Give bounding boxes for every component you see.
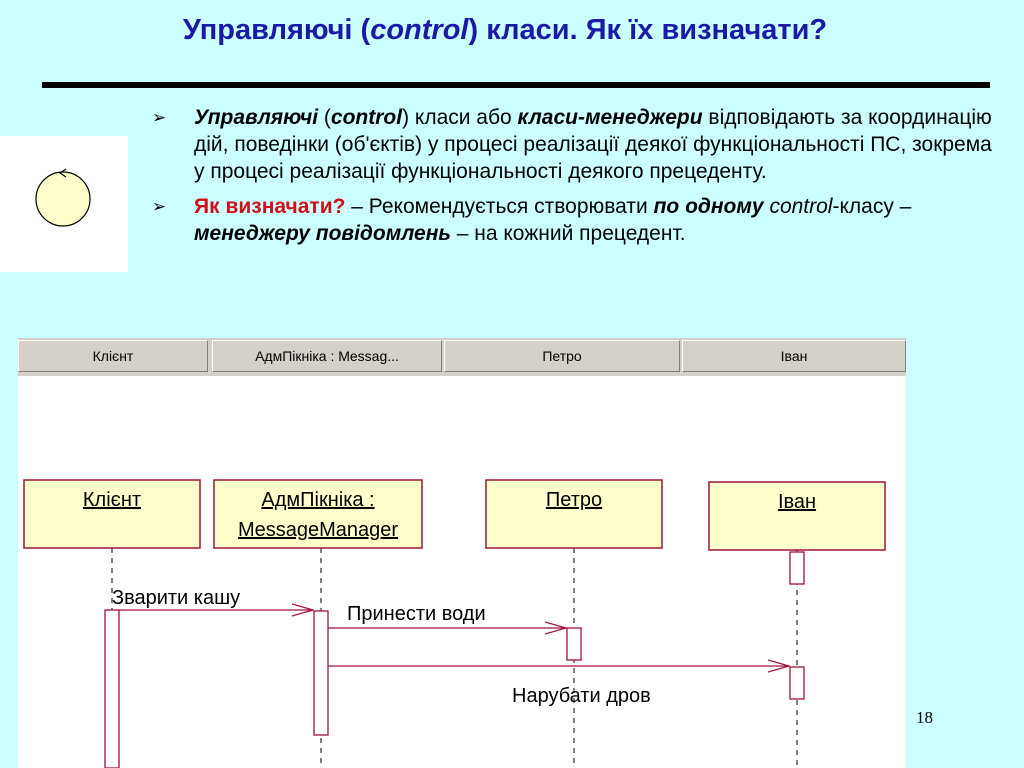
header-label: Клієнт xyxy=(92,348,134,364)
text: відповідають за координацію дій, поведін… xyxy=(194,106,992,183)
lifeline-label-adm-2: MessageManager xyxy=(238,519,398,541)
lifeline-box-ivan[interactable] xyxy=(708,481,886,551)
control-class-symbol xyxy=(0,136,128,272)
lifeline-label-adm-1: АдмПікніка : xyxy=(261,489,374,511)
term: Управляючі xyxy=(194,106,319,129)
page-number: 18 xyxy=(916,708,933,727)
title-divider xyxy=(42,82,990,88)
lifeline-label-petro: Петро xyxy=(546,489,602,511)
term: control xyxy=(330,106,403,129)
arrow-bullet-icon: ➢ xyxy=(152,197,167,216)
activation-adm xyxy=(313,610,329,736)
lifeline-box-client[interactable] xyxy=(23,479,201,549)
term: по одному xyxy=(653,195,764,218)
text: – на кожний прецедент. xyxy=(450,222,686,245)
bullet-1: ➢ Управляючі (control) класи або класи-м… xyxy=(148,104,998,185)
title-part: ) класи. Як їх визначати? xyxy=(468,14,828,46)
lifeline-box-petro[interactable] xyxy=(485,479,663,549)
lifeline-label-ivan: Іван xyxy=(778,491,816,513)
sequence-diagram: Клієнт АдмПікніка : MessageManager Петро… xyxy=(23,479,886,768)
header-column-ivan[interactable]: Іван xyxy=(682,340,906,372)
header-column-petro[interactable]: Петро xyxy=(444,340,680,372)
activation-ivan-2 xyxy=(789,666,805,700)
lifeline-box-adm[interactable] xyxy=(213,479,423,549)
text: – Рекомендується створювати xyxy=(345,195,654,218)
activation-ivan-1 xyxy=(789,551,805,585)
header-label: АдмПікніка : Messag... xyxy=(255,348,399,364)
control-class-icon xyxy=(35,168,91,227)
title-italic: control xyxy=(370,14,469,46)
header-column-client[interactable]: Клієнт xyxy=(18,340,208,372)
term: менеджеру повідомлень xyxy=(194,222,451,245)
slide-title: Управляючі (control) класи. Як їх визнач… xyxy=(0,14,1010,47)
header-column-adm[interactable]: АдмПікніка : Messag... xyxy=(212,340,442,372)
title-part: Управляючі ( xyxy=(182,14,371,46)
message-label: Зварити кашу xyxy=(112,587,240,609)
header-label: Іван xyxy=(780,348,808,364)
activation-client xyxy=(104,609,120,768)
message-label: Нарубати дров xyxy=(512,685,651,707)
activation-petro xyxy=(566,627,582,661)
question: Як визначати? xyxy=(194,195,346,218)
text: ) класи або xyxy=(402,106,518,129)
italic-term: control xyxy=(763,195,833,218)
diagram-header-bar: Клієнт АдмПікніка : Messag... Петро Іван xyxy=(18,338,906,376)
sequence-diagram-screenshot: Клієнт АдмПікніка : Messag... Петро Іван… xyxy=(18,338,906,768)
text: -класу – xyxy=(832,195,912,218)
lifeline-label-client: Клієнт xyxy=(83,489,141,511)
arrow-bullet-icon: ➢ xyxy=(152,108,167,127)
term: класи-менеджери xyxy=(517,106,703,129)
header-label: Петро xyxy=(542,348,582,364)
message-label: Принести води xyxy=(347,603,486,625)
bullet-list: ➢ Управляючі (control) класи або класи-м… xyxy=(148,104,998,255)
text: ( xyxy=(318,106,331,129)
bullet-2: ➢ Як визначати? – Рекомендується створюв… xyxy=(148,193,998,247)
